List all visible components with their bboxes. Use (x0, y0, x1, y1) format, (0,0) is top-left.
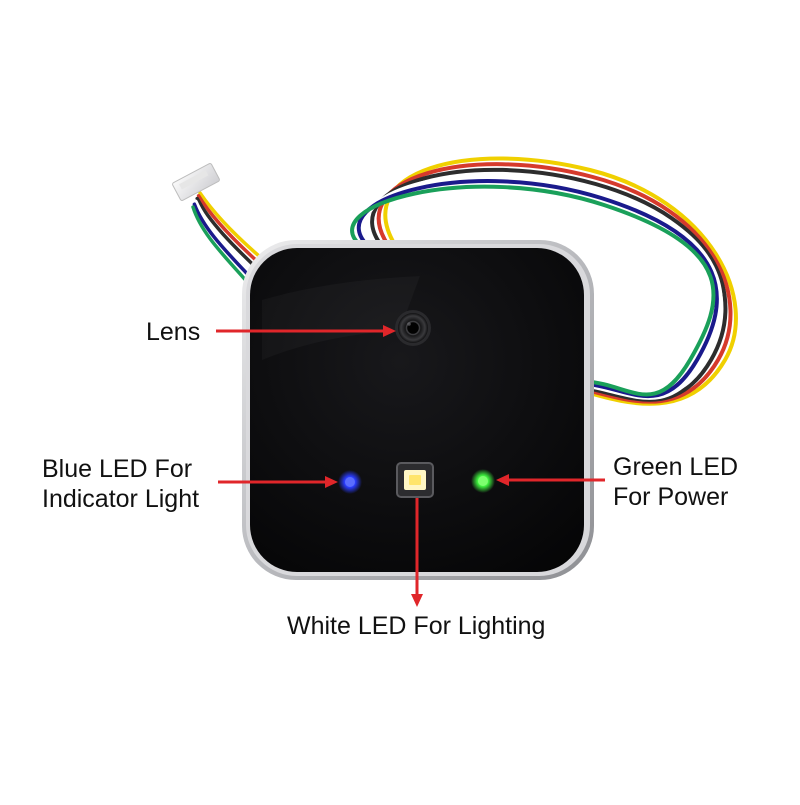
wire-harness (191, 156, 738, 406)
wire (363, 173, 723, 400)
wire (370, 167, 728, 402)
wire (350, 184, 716, 397)
wire-connector (172, 163, 220, 201)
green-led-label: Green LED For Power (613, 452, 738, 512)
blue-led-label-line2: Indicator Light (42, 485, 200, 513)
blue-led-label-line1: Blue LED For (42, 455, 193, 483)
green-led (471, 469, 495, 493)
wire (356, 179, 719, 399)
green-led-label-line2: For Power (613, 483, 729, 511)
wire-lead (192, 202, 251, 278)
wire-lead (196, 194, 264, 268)
white-led-label: White LED For Lighting (287, 612, 546, 640)
lens-arrow (216, 325, 396, 337)
wire-lead (191, 205, 247, 282)
wire (376, 162, 733, 404)
green-led-label-line1: Green LED (613, 453, 739, 481)
blue-led-label: Blue LED For Indicator Light (42, 454, 199, 514)
device-panel (250, 248, 584, 572)
green-led-arrow (496, 474, 605, 486)
blue-led-arrow (218, 476, 338, 488)
scanner-device (242, 240, 594, 580)
white-led-arrow (411, 498, 423, 607)
lens (395, 310, 431, 346)
wire-lead (198, 191, 268, 264)
wire-lead (195, 196, 260, 271)
wire (383, 156, 738, 406)
lens-label: Lens (146, 318, 201, 346)
blue-led (338, 470, 362, 494)
white-led (396, 462, 434, 498)
wire-lead (194, 199, 256, 275)
callout-arrows (216, 325, 605, 607)
